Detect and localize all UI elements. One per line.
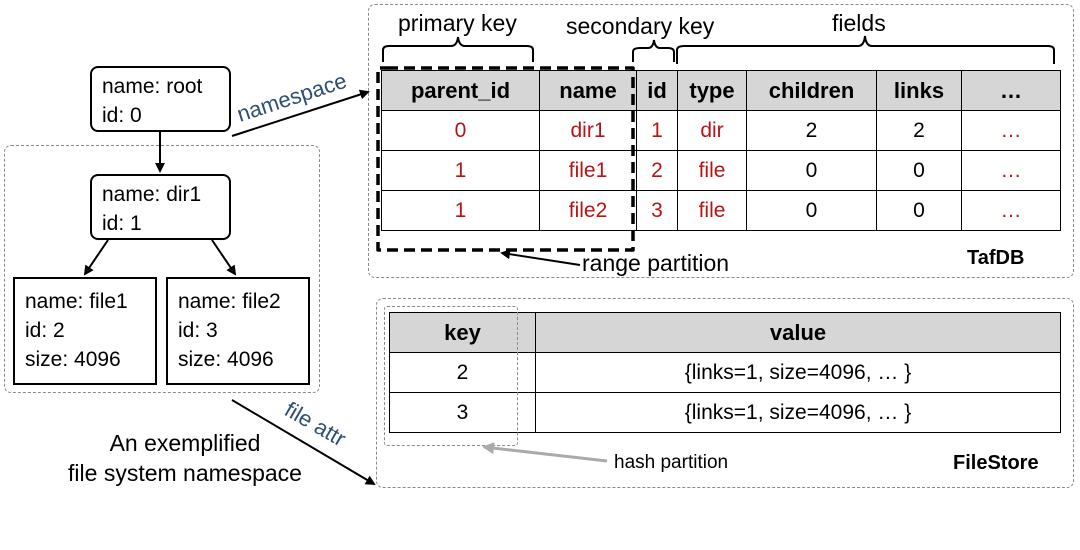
root-id: id: 0 (102, 104, 142, 127)
tafdb-cell: 0 (381, 110, 540, 151)
tafdb-cell: … (961, 190, 1061, 231)
namespace-arrow (231, 89, 370, 137)
tafdb-header-links: links (876, 70, 962, 111)
table-row: 2 {links=1, size=4096, … } (389, 352, 1061, 393)
dir1-name: name: dir1 (102, 183, 202, 206)
hash-partition-arrow (482, 442, 608, 463)
tafdb-cell: file2 (539, 190, 637, 231)
table-row: 3 {links=1, size=4096, … } (389, 392, 1061, 433)
dir1-id: id: 1 (102, 212, 142, 235)
file2-id: id: 3 (178, 319, 218, 342)
tree-caption-line1: An exemplified (109, 430, 261, 456)
filestore-cell: {links=1, size=4096, … } (535, 392, 1061, 433)
tafdb-header-row: parent_id name id type children links … (381, 70, 1061, 111)
primary-key-label: primary key (398, 10, 517, 36)
hash-partition-label: hash partition (614, 452, 729, 473)
tafdb-header-type: type (677, 70, 747, 111)
file-attr-arrow-label: file attr (281, 397, 351, 452)
tafdb-header-children: children (746, 70, 877, 111)
tafdb-cell: 1 (381, 190, 540, 231)
range-partition-box (376, 66, 635, 252)
filestore-header-row: key value (389, 312, 1061, 353)
secondary-key-brace (632, 39, 675, 62)
hash-partition-box (384, 306, 518, 446)
filestore-panel (376, 298, 1074, 488)
filestore-cell: 3 (389, 392, 536, 433)
table-row: 1 file2 3 file 0 0 … (381, 190, 1061, 231)
filestore-title: FileStore (953, 452, 1039, 474)
file1-id: id: 2 (25, 319, 65, 342)
file1-size: size: 4096 (25, 348, 121, 371)
tafdb-header-parent-id: parent_id (381, 70, 540, 111)
tafdb-cell: … (961, 150, 1061, 191)
tafdb-panel (368, 4, 1074, 278)
tree-node-file1: name: file1 id: 2 size: 4096 (13, 277, 157, 385)
tafdb-cell: file (677, 190, 747, 231)
tree-caption: An exemplified file system namespace (55, 428, 315, 488)
file2-name: name: file2 (178, 290, 281, 313)
tafdb-cell: 0 (876, 150, 962, 191)
tafdb-table: parent_id name id type children links … … (381, 70, 1061, 231)
primary-key-brace (382, 36, 534, 62)
root-name: name: root (102, 75, 203, 98)
range-partition-arrow (500, 249, 581, 266)
tree-node-file2: name: file2 id: 3 size: 4096 (166, 277, 310, 385)
tafdb-cell: 3 (636, 190, 678, 231)
range-partition-label: range partition (582, 250, 730, 276)
filestore-header-key: key (389, 312, 536, 353)
filestore-table: key value 2 {links=1, size=4096, … } 3 {… (389, 312, 1061, 433)
tafdb-cell: 0 (746, 190, 877, 231)
edge-dir1-file1 (83, 239, 109, 276)
filestore-cell: {links=1, size=4096, … } (535, 352, 1061, 393)
tafdb-header-id: id (636, 70, 678, 111)
fields-brace (676, 35, 1055, 64)
secondary-key-label: secondary key (566, 13, 715, 39)
fields-label: fields (832, 10, 886, 36)
directory-group-box (4, 145, 320, 393)
file1-name: name: file1 (25, 290, 128, 313)
file2-size: size: 4096 (178, 348, 274, 371)
tree-node-root: name: root id: 0 (90, 66, 231, 132)
tafdb-cell: 0 (876, 190, 962, 231)
filestore-cell: 2 (389, 352, 536, 393)
tafdb-header-name: name (539, 70, 637, 111)
tafdb-cell: 1 (381, 150, 540, 191)
tafdb-title: TafDB (967, 247, 1025, 269)
filestore-header-value: value (535, 312, 1061, 353)
tree-node-dir1: name: dir1 id: 1 (90, 174, 231, 240)
edge-dir1-file2 (211, 239, 237, 276)
tafdb-cell: dir (677, 110, 747, 151)
tree-caption-line2: file system namespace (68, 460, 302, 486)
tafdb-header-more: … (961, 70, 1061, 111)
table-row: 1 file1 2 file 0 0 … (381, 150, 1061, 191)
file-attr-arrow (231, 399, 376, 486)
namespace-arrow-label: namespace (234, 68, 350, 127)
